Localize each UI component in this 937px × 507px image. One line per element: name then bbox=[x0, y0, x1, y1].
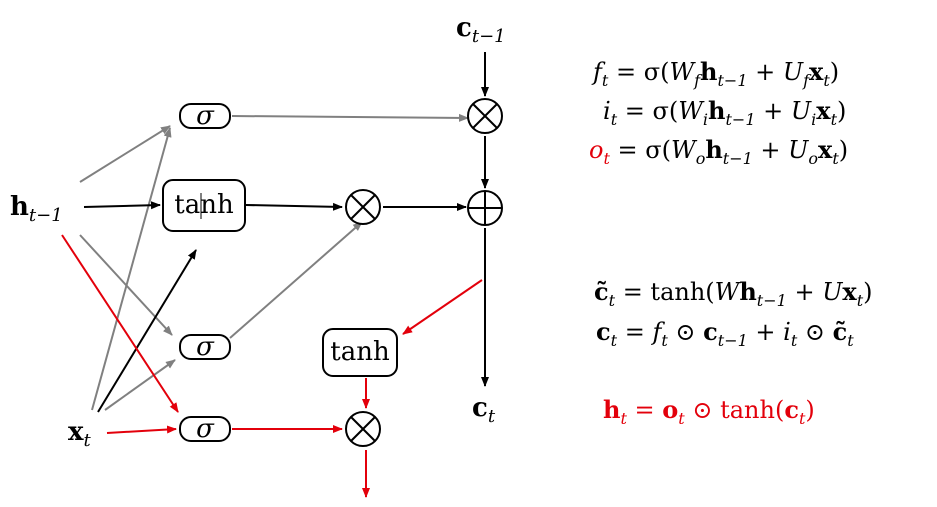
c-prev-label: ct−1 bbox=[456, 13, 506, 47]
tanh-label: tanh bbox=[330, 337, 390, 367]
times-output-node bbox=[345, 411, 381, 447]
tanh-label: tanh bbox=[174, 190, 234, 220]
arrow-h-to-tanh bbox=[83, 201, 161, 210]
equation-candidate: c̃t = tanh(Wht−1 + Uxt) bbox=[594, 277, 873, 310]
tanh-candidate-box: tanh bbox=[162, 179, 246, 232]
sigma-forget-gate: σ bbox=[179, 101, 231, 131]
c-out-label: ct bbox=[472, 393, 496, 427]
operation-nodes bbox=[345, 98, 503, 447]
x-label: xt bbox=[68, 417, 92, 451]
times-forget-node bbox=[467, 98, 503, 134]
sigma-out-gate: σ bbox=[179, 414, 231, 444]
arrow-x-to-sigma-f bbox=[91, 127, 172, 411]
arrow-x-to-sigma-o bbox=[104, 359, 176, 411]
gray-arrows bbox=[79, 113, 469, 411]
h-prev-label: ht−1 bbox=[10, 192, 63, 226]
arrow-x-to-sigma-out bbox=[106, 425, 177, 434]
equation-cell: ct = ft ⊙ ct−1 + it ⊙ c̃t bbox=[596, 317, 854, 350]
equation-input: it = σ(Wiht−1 + Uixt) bbox=[603, 96, 846, 129]
red-arrows bbox=[61, 234, 483, 498]
plus-node bbox=[467, 190, 503, 226]
sigma-label: σ bbox=[196, 414, 215, 444]
arrow-h-to-sigma-out bbox=[61, 234, 179, 413]
arrow-sigma-o-to-times bbox=[229, 221, 363, 339]
sigma-label: σ bbox=[196, 101, 215, 131]
sigma-label: σ bbox=[196, 332, 215, 362]
arrow-h-to-sigma-f bbox=[79, 125, 171, 183]
equation-output: ot = σ(Woht−1 + Uoxt) bbox=[589, 135, 848, 168]
arrow-sigma-f-to-times bbox=[231, 113, 469, 122]
tanh-output-box: tanh bbox=[322, 328, 398, 377]
arrow-x-to-tanh bbox=[97, 249, 197, 413]
times-input-node bbox=[345, 189, 381, 225]
arrow-tanh-to-times bbox=[245, 202, 343, 211]
equation-forget: ft = σ(Wfht−1 + Ufxt) bbox=[591, 57, 839, 90]
sigma-output-gate: σ bbox=[179, 332, 231, 362]
equations: ft = σ(Wfht−1 + Ufxt) it = σ(Wiht−1 + Ui… bbox=[589, 57, 873, 428]
equation-hidden: ht = ot ⊙ tanh(ct) bbox=[603, 395, 815, 428]
arrow-c-to-tanh bbox=[402, 279, 483, 335]
black-arrows bbox=[83, 52, 489, 413]
